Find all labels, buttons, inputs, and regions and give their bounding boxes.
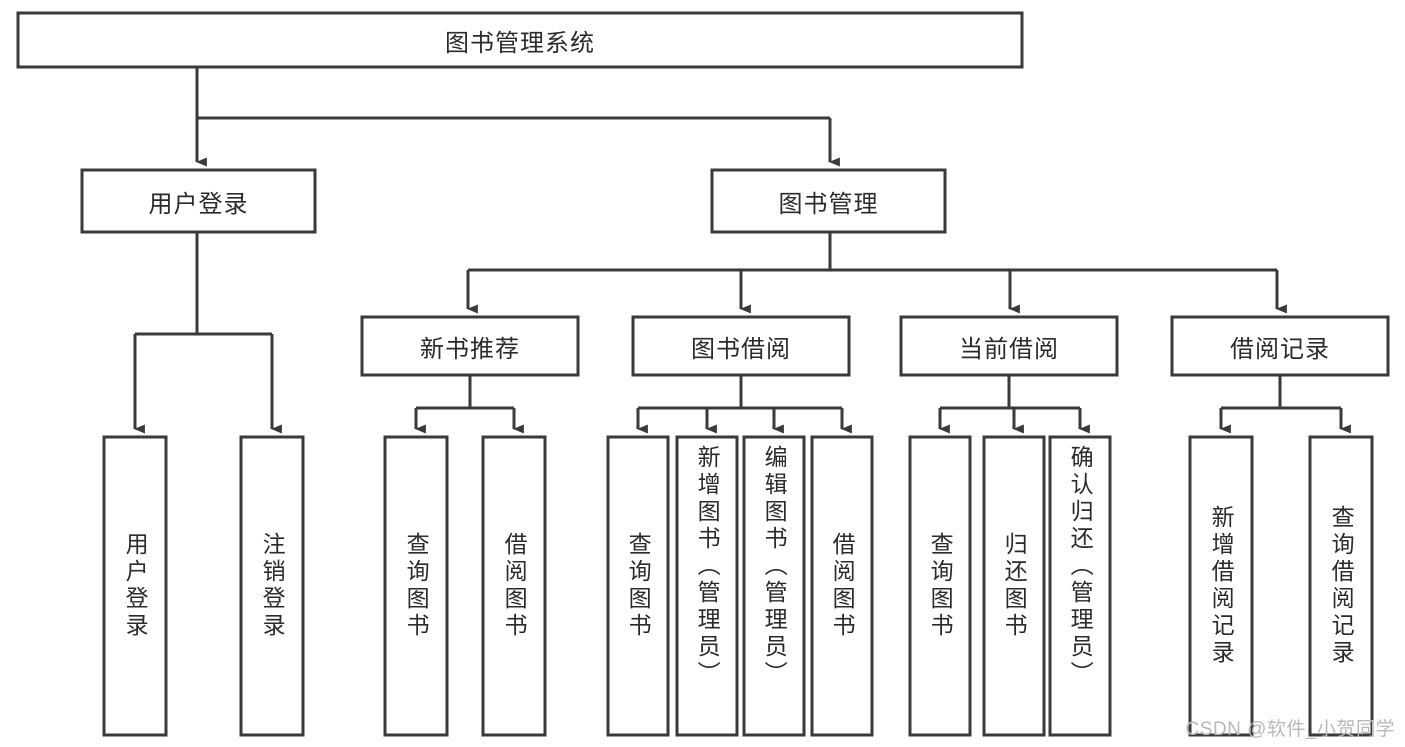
node-leaf-query-book-3-box[interactable] [908,435,972,737]
node-leaf-edit-book-box[interactable] [742,435,806,737]
node-book-manage-box[interactable] [710,168,947,234]
node-leaf-add-record-box[interactable] [1188,435,1254,737]
node-user-login-box[interactable] [80,168,317,234]
connector-layer [133,67,1351,434]
node-new-book-recommend-box[interactable] [360,315,580,377]
node-book-borrow-box[interactable] [631,315,851,377]
node-leaf-return-book-box[interactable] [982,435,1046,737]
node-leaf-query-book-2-box[interactable] [606,435,670,737]
node-leaf-logout-box[interactable] [239,435,305,737]
node-leaf-confirm-return-box[interactable] [1048,435,1112,737]
node-current-borrow-box[interactable] [899,315,1119,377]
node-leaf-add-book-box[interactable] [675,435,739,737]
node-leaf-query-book-1-box[interactable] [383,435,449,737]
node-leaf-query-record-box[interactable] [1308,435,1374,737]
node-leaf-borrow-book-2-box[interactable] [810,435,874,737]
csdn-watermark: CSDN @软件_小贺同学 [1185,719,1395,740]
node-box-layer [16,11,1390,737]
node-leaf-user-login-box[interactable] [102,435,168,737]
node-root-box[interactable] [16,11,1024,69]
node-leaf-borrow-book-1-box[interactable] [481,435,547,737]
node-borrow-record-box[interactable] [1170,315,1390,377]
